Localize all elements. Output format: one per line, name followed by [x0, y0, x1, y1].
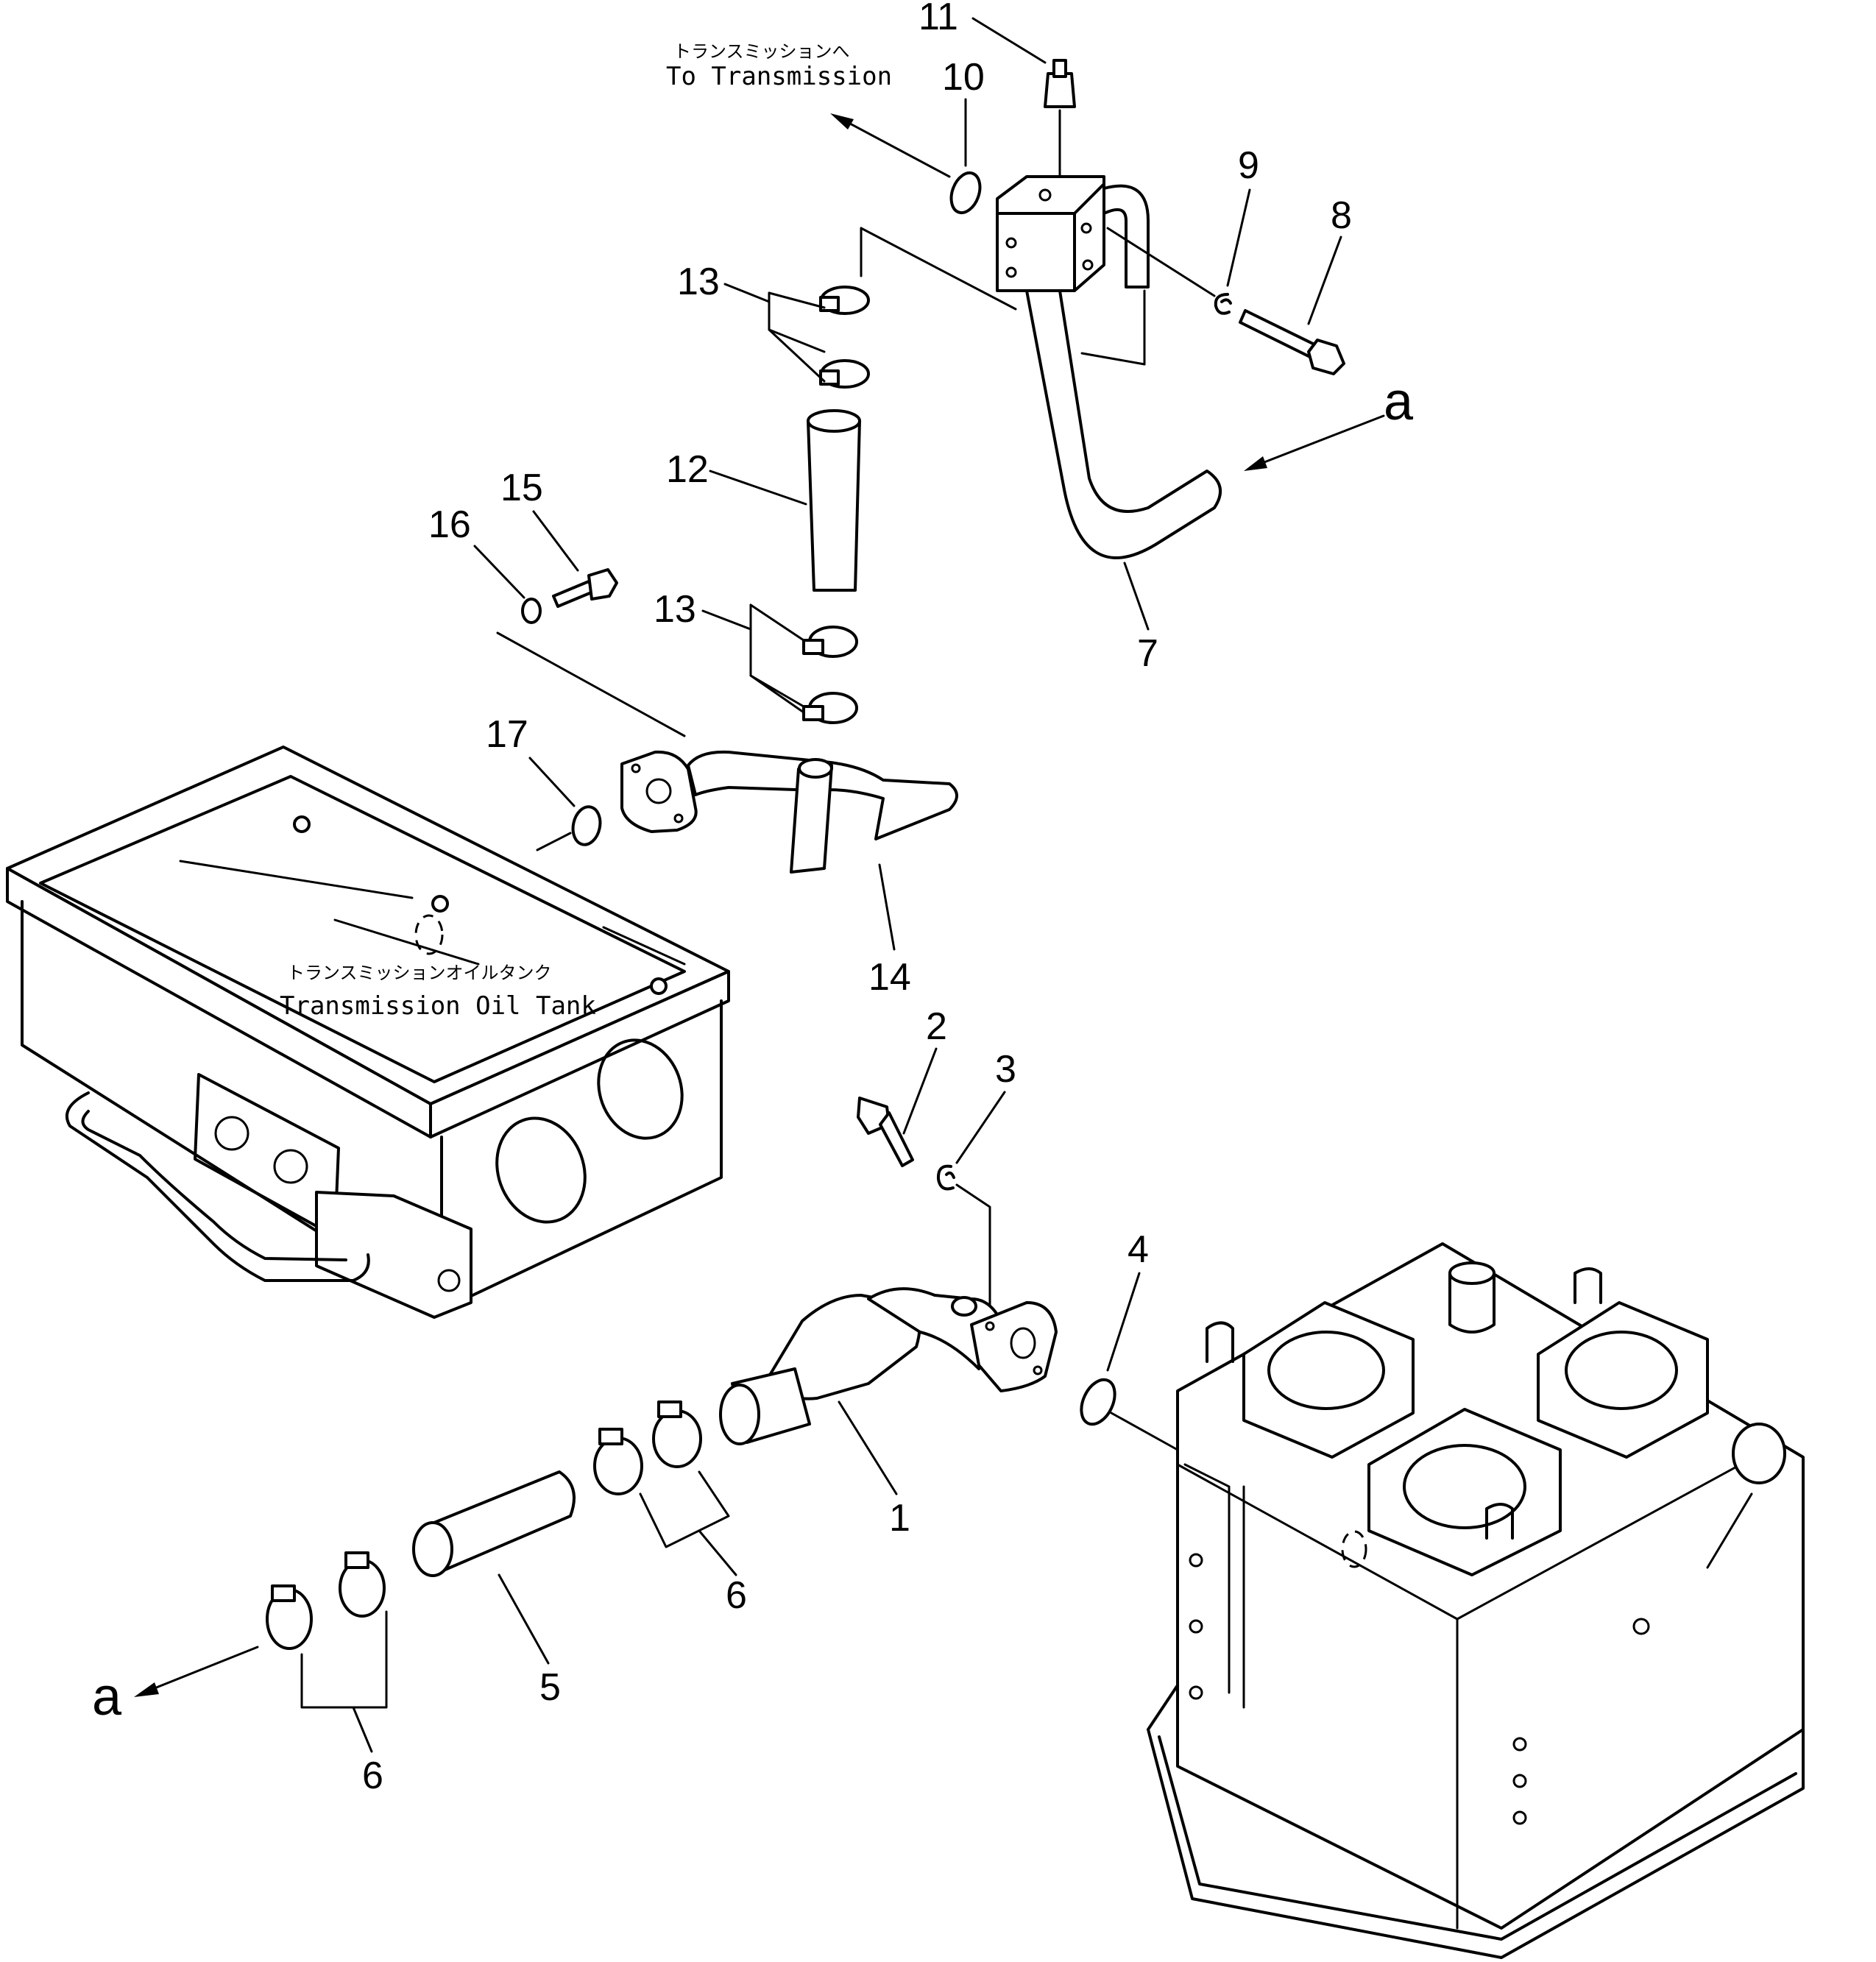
part-6-clamps-right [593, 1400, 730, 1548]
part-number-8: 8 [1331, 194, 1352, 237]
part-7-block-pipe [860, 175, 1222, 559]
part-number-5: 5 [539, 1666, 561, 1709]
part-number-13-lower: 13 [654, 588, 696, 631]
part-13-clamps-lower [749, 603, 858, 724]
part-8-bolt [1239, 309, 1345, 375]
part-13-clamps-upper [768, 286, 870, 389]
part-number-4: 4 [1128, 1228, 1149, 1271]
part-number-6-left: 6 [362, 1754, 383, 1797]
part-4-oring [1080, 1378, 1116, 1426]
part-10-oring [949, 171, 982, 215]
transmission-case [1147, 1242, 1805, 1959]
part-15-bolt [552, 568, 618, 608]
part-number-1: 1 [889, 1497, 910, 1540]
part-2-bolt [857, 1097, 914, 1167]
part-number-2: 2 [926, 1005, 947, 1048]
part-14-pipe [620, 750, 958, 874]
part-9-washer [1214, 293, 1232, 315]
part-number-11: 11 [918, 0, 958, 38]
part-number-6-right: 6 [726, 1574, 747, 1617]
to-transmission-en-label: To Transmission [666, 62, 892, 91]
part-11-nipple [1044, 59, 1076, 191]
part-number-7: 7 [1137, 632, 1158, 675]
part-1-elbow [719, 1287, 1058, 1445]
tank-jp-label: トランスミッションオイルタンク [287, 963, 552, 983]
part-number-16: 16 [428, 503, 471, 546]
part-number-17: 17 [486, 713, 528, 756]
to-transmission-jp-label: トランスミッションへ [673, 41, 850, 62]
part-3-washer [936, 1164, 955, 1191]
part-number-15: 15 [500, 467, 543, 509]
part-5-hose [412, 1470, 576, 1577]
part-number-9: 9 [1238, 144, 1259, 187]
part-17-oring [571, 805, 602, 846]
connector-a-lower: a [92, 1668, 122, 1727]
part-number-14: 14 [868, 956, 911, 999]
arrow-a-lower [134, 1646, 259, 1697]
tank-en-label: Transmission Oil Tank [280, 991, 596, 1021]
transmission-oil-tank [6, 746, 730, 1319]
part-16-washer [521, 598, 542, 624]
part-number-3: 3 [995, 1048, 1016, 1091]
part-12-hose [807, 409, 861, 592]
part-number-13-upper: 13 [677, 261, 720, 303]
part-number-12: 12 [666, 448, 709, 491]
part-number-10: 10 [942, 56, 985, 99]
arrow-to-transmission [830, 113, 951, 178]
part-6-clamps-left [266, 1551, 388, 1709]
arrow-a-upper [1244, 414, 1385, 471]
connector-a-upper: a [1384, 372, 1414, 431]
